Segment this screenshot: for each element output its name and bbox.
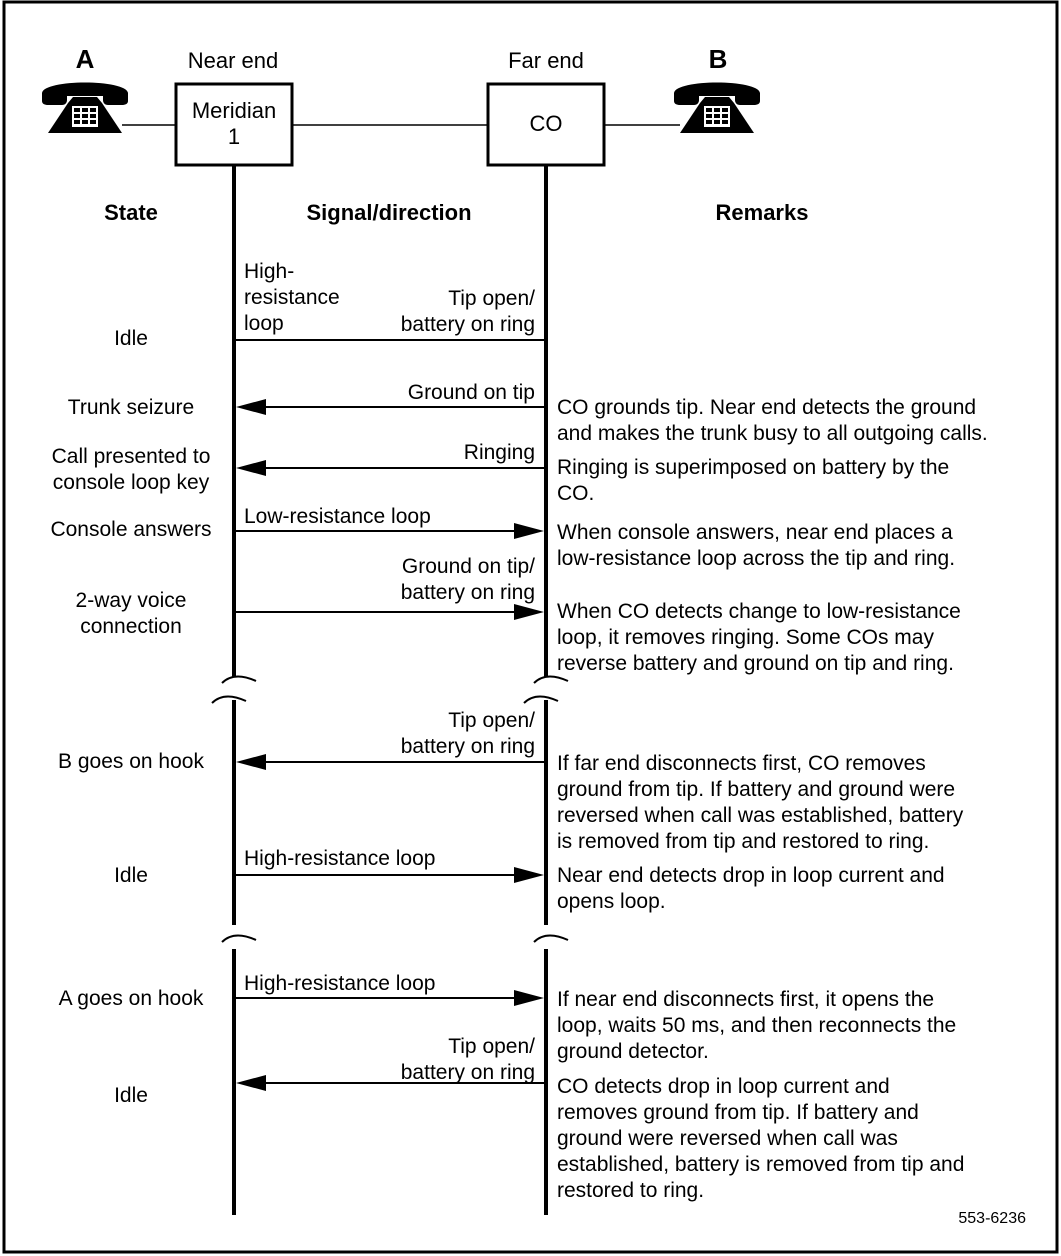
signal-label: resistance <box>244 286 340 309</box>
state-label: console loop key <box>53 471 210 494</box>
remark-text: CO detects drop in loop current and <box>557 1075 890 1098</box>
remark-text: reverse battery and ground on tip and ri… <box>557 652 954 675</box>
signal-label: Tip open/ <box>448 1035 535 1058</box>
far-end-label: Far end <box>508 48 584 73</box>
remark-text: ground from tip. If battery and ground w… <box>557 778 955 801</box>
figure-id: 553-6236 <box>958 1210 1026 1227</box>
remark-text: Near end detects drop in loop current an… <box>557 864 945 887</box>
signal-label: Low-resistance loop <box>244 505 431 528</box>
signal-arrow-left <box>236 399 546 415</box>
near-end-label: Near end <box>188 48 279 73</box>
signal-arrow-right <box>234 990 544 1006</box>
remarks-column-header: Remarks <box>716 200 809 225</box>
state-label: Trunk seizure <box>68 396 194 419</box>
signal-arrow-right <box>234 604 544 620</box>
remark-text: When console answers, near end places a <box>557 521 953 544</box>
telephone-icon <box>42 82 128 133</box>
remark-text: removes ground from tip. If battery and <box>557 1101 919 1124</box>
state-column-header: State <box>104 200 158 225</box>
remark-text: reversed when call was established, batt… <box>557 804 964 827</box>
state-label: Idle <box>114 327 148 350</box>
signal-label: loop <box>244 312 284 335</box>
remark-text: restored to ring. <box>557 1179 704 1202</box>
state-label: 2-way voice <box>76 589 187 612</box>
party-b-label: B <box>709 44 728 74</box>
remark-text: and makes the trunk busy to all outgoing… <box>557 422 988 445</box>
state-label: Call presented to <box>52 445 211 468</box>
state-label: Idle <box>114 1084 148 1107</box>
party-a-label: A <box>76 44 95 74</box>
signal-label: Tip open/ <box>448 287 535 310</box>
meridian-1-label: Meridian <box>192 98 276 123</box>
signal-label: High- <box>244 260 294 283</box>
state-label: Idle <box>114 864 148 887</box>
signal-label: High-resistance loop <box>244 847 435 870</box>
signal-label: Tip open/ <box>448 709 535 732</box>
remark-text: When CO detects change to low-resistance <box>557 600 961 623</box>
signal-label: Ground on tip <box>408 381 535 404</box>
signal-label: battery on ring <box>401 735 535 758</box>
state-label: connection <box>80 615 182 638</box>
remark-text: CO. <box>557 482 594 505</box>
co-label: CO <box>530 111 563 136</box>
remark-text: is removed from tip and restored to ring… <box>557 830 929 853</box>
signal-arrow-right <box>234 523 544 539</box>
signal-arrow-left <box>236 754 546 770</box>
signal-arrow-left <box>236 1075 546 1091</box>
remark-text: Ringing is superimposed on battery by th… <box>557 456 949 479</box>
meridian-1-label: 1 <box>228 124 240 149</box>
remark-text: ground were reversed when call was <box>557 1127 898 1150</box>
remark-text: opens loop. <box>557 890 666 913</box>
meridian-1-box <box>174 82 294 167</box>
signal-label: battery on ring <box>401 1061 535 1084</box>
signal-arrow-left <box>236 460 546 476</box>
state-label: A goes on hook <box>59 987 204 1010</box>
remark-text: low-resistance loop across the tip and r… <box>557 547 955 570</box>
time-break-mark <box>211 675 569 943</box>
signal-label: Ringing <box>464 441 535 464</box>
state-label: B goes on hook <box>58 750 204 773</box>
signal-arrow-right <box>234 867 544 883</box>
remark-text: ground detector. <box>557 1040 709 1063</box>
remark-text: established, battery is removed from tip… <box>557 1153 964 1176</box>
telephone-icon <box>674 82 760 133</box>
remark-text: CO grounds tip. Near end detects the gro… <box>557 396 976 419</box>
signal-label: battery on ring <box>401 581 535 604</box>
signal-label: Ground on tip/ <box>402 555 535 578</box>
signal-column-header: Signal/direction <box>306 200 471 225</box>
state-label: Console answers <box>50 518 211 541</box>
remark-text: loop, it removes ringing. Some COs may <box>557 626 934 649</box>
signal-label: battery on ring <box>401 313 535 336</box>
remark-text: If far end disconnects first, CO removes <box>557 752 926 775</box>
remark-text: loop, waits 50 ms, and then reconnects t… <box>557 1014 956 1037</box>
remark-text: If near end disconnects first, it opens … <box>557 988 934 1011</box>
signal-label: High-resistance loop <box>244 972 435 995</box>
